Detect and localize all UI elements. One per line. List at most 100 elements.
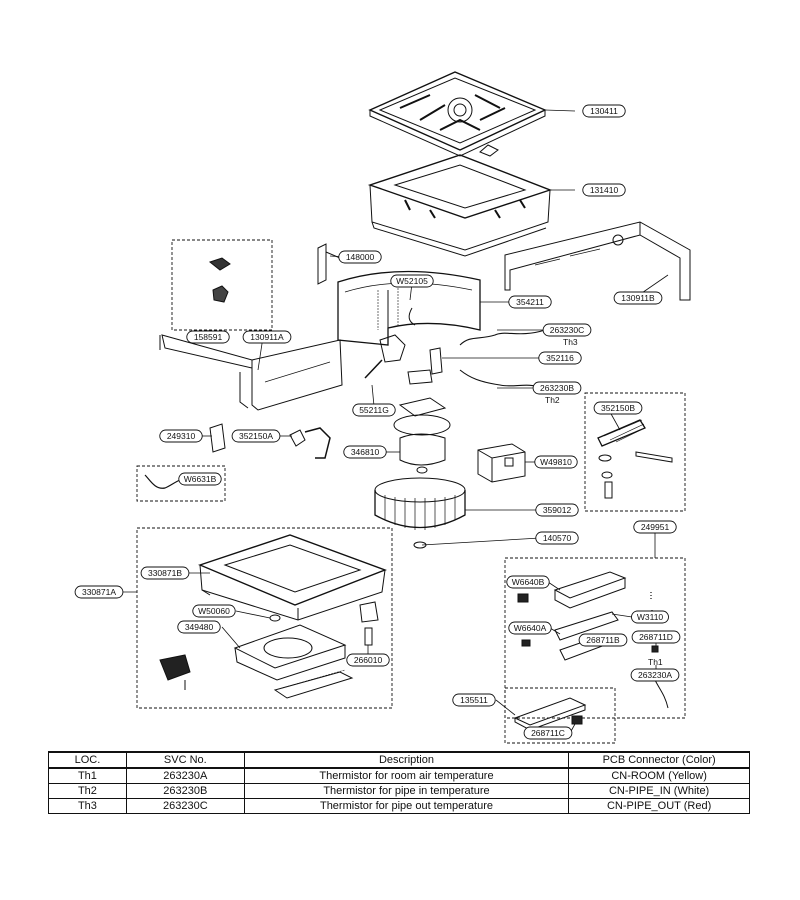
cell-loc: Th2 — [48, 783, 127, 799]
part-352116-valve — [364, 334, 443, 385]
callout-label: 352150A — [239, 431, 273, 441]
th1-tag: Th1 — [648, 657, 663, 667]
part-130911b-panel — [504, 221, 691, 301]
part-drain-filter — [159, 614, 354, 699]
callout-oval — [178, 472, 222, 486]
callout-label: W49810 — [540, 457, 572, 467]
callout-349480: 349480 — [177, 620, 221, 634]
box-w6631b — [136, 465, 226, 502]
callout-oval — [631, 610, 669, 624]
callout-140570: 140570 — [535, 531, 579, 545]
callout-263230b: 263230B — [532, 381, 582, 395]
callout-oval — [582, 104, 626, 118]
callout-oval — [593, 401, 643, 415]
part-359012-fan — [374, 477, 466, 549]
callout-oval — [631, 630, 681, 644]
header-pcb-connector: PCB Connector (Color) — [568, 751, 750, 769]
callout-oval — [159, 429, 203, 443]
callout-352116: 352116 — [538, 351, 582, 365]
box-249951 — [504, 557, 686, 719]
callout-359012: 359012 — [535, 503, 579, 517]
callout-label: 263230A — [638, 670, 672, 680]
callout-label: 268711B — [586, 635, 620, 645]
box-352150b — [584, 392, 686, 512]
callout-249310: 249310 — [159, 429, 203, 443]
callout-label: 130911A — [250, 332, 284, 342]
callout-55211g: 55211G — [352, 403, 396, 417]
callout-label: 263230C — [550, 325, 585, 335]
callout-label: 130911B — [621, 293, 655, 303]
callout-w50060: W50060 — [192, 604, 236, 618]
callout-249951: 249951 — [633, 520, 677, 534]
part-148000-bracket — [317, 243, 341, 285]
callout-oval — [231, 429, 281, 443]
part-130411-grille — [368, 71, 547, 157]
callout-label: 131410 — [590, 185, 619, 195]
part-330871b-pan — [198, 534, 387, 621]
callout-label: 349480 — [185, 622, 214, 632]
thermistor-table: LOC. SVC No. Description PCB Connector (… — [48, 751, 750, 814]
callout-w52105: W52105 — [390, 274, 434, 288]
cell-description: Thermistor for pipe out temperature — [243, 798, 570, 814]
table-header-row: LOC. SVC No. Description PCB Connector (… — [48, 751, 750, 769]
callout-oval — [633, 520, 677, 534]
callout-w6640b: W6640B — [506, 575, 550, 589]
callout-label: 249310 — [167, 431, 196, 441]
callout-148000: 148000 — [338, 250, 382, 264]
callout-label: 359012 — [543, 505, 572, 515]
group-boxes — [136, 239, 686, 744]
callout-label: 330871B — [148, 568, 182, 578]
callout-oval — [535, 503, 579, 517]
th2-tag: Th2 — [545, 395, 560, 405]
callout-label: 346810 — [351, 447, 380, 457]
callout-263230a: 263230A — [630, 668, 680, 682]
callout-oval — [140, 566, 190, 580]
callout-w49810: W49810 — [534, 455, 578, 469]
callout-oval — [192, 604, 236, 618]
thermistor-wires — [459, 329, 546, 389]
callout-oval — [534, 455, 578, 469]
callout-label: W6640B — [512, 577, 545, 587]
part-349480-plate — [233, 624, 347, 681]
callout-oval — [343, 445, 387, 459]
part-249310-352150a — [209, 423, 331, 459]
cell-svc-no: 263230A — [125, 767, 245, 784]
callout-oval — [242, 330, 292, 344]
th3-tag: Th3 — [563, 337, 578, 347]
part-w49810-box — [477, 443, 526, 483]
callout-oval — [338, 250, 382, 264]
part-w6631b-wire — [144, 474, 181, 489]
callout-label: W52105 — [396, 276, 428, 286]
callout-label: 158591 — [194, 332, 223, 342]
callout-w3110: W3110 — [631, 610, 669, 624]
callout-oval — [452, 693, 496, 707]
callout-oval — [508, 295, 552, 309]
callout-130911a: 130911A — [242, 330, 292, 344]
callout-268711b: 268711B — [578, 633, 628, 647]
callout-label: W3110 — [637, 612, 664, 622]
table-row: Th1 263230A Thermistor for room air temp… — [48, 767, 750, 784]
callout-352150b: 352150B — [593, 401, 643, 415]
table-row: Th3 263230C Thermistor for pipe out temp… — [48, 798, 750, 814]
part-352150b-items — [597, 419, 673, 499]
box-330871a — [136, 527, 393, 709]
callout-263230c: 263230C — [542, 323, 592, 337]
callout-label: 268711C — [531, 728, 565, 738]
callout-label: W6640A — [514, 623, 547, 633]
callout-130911b: 130911B — [613, 291, 663, 305]
callout-label: 140570 — [543, 533, 572, 543]
part-131410-frame — [367, 154, 553, 257]
callout-label: 263230B — [540, 383, 574, 393]
cell-svc-no: 263230B — [125, 783, 245, 799]
callout-oval — [352, 403, 396, 417]
callout-266010: 266010 — [346, 653, 390, 667]
header-loc: LOC. — [48, 751, 127, 769]
cell-description: Thermistor for pipe in temperature — [243, 783, 570, 799]
callout-oval — [523, 726, 573, 740]
callout-oval — [390, 274, 434, 288]
callout-oval — [578, 633, 628, 647]
callout-oval — [630, 668, 680, 682]
cell-loc: Th3 — [48, 798, 127, 814]
callout-label: 148000 — [346, 252, 375, 262]
cell-connector: CN-ROOM (Yellow) — [568, 767, 750, 784]
